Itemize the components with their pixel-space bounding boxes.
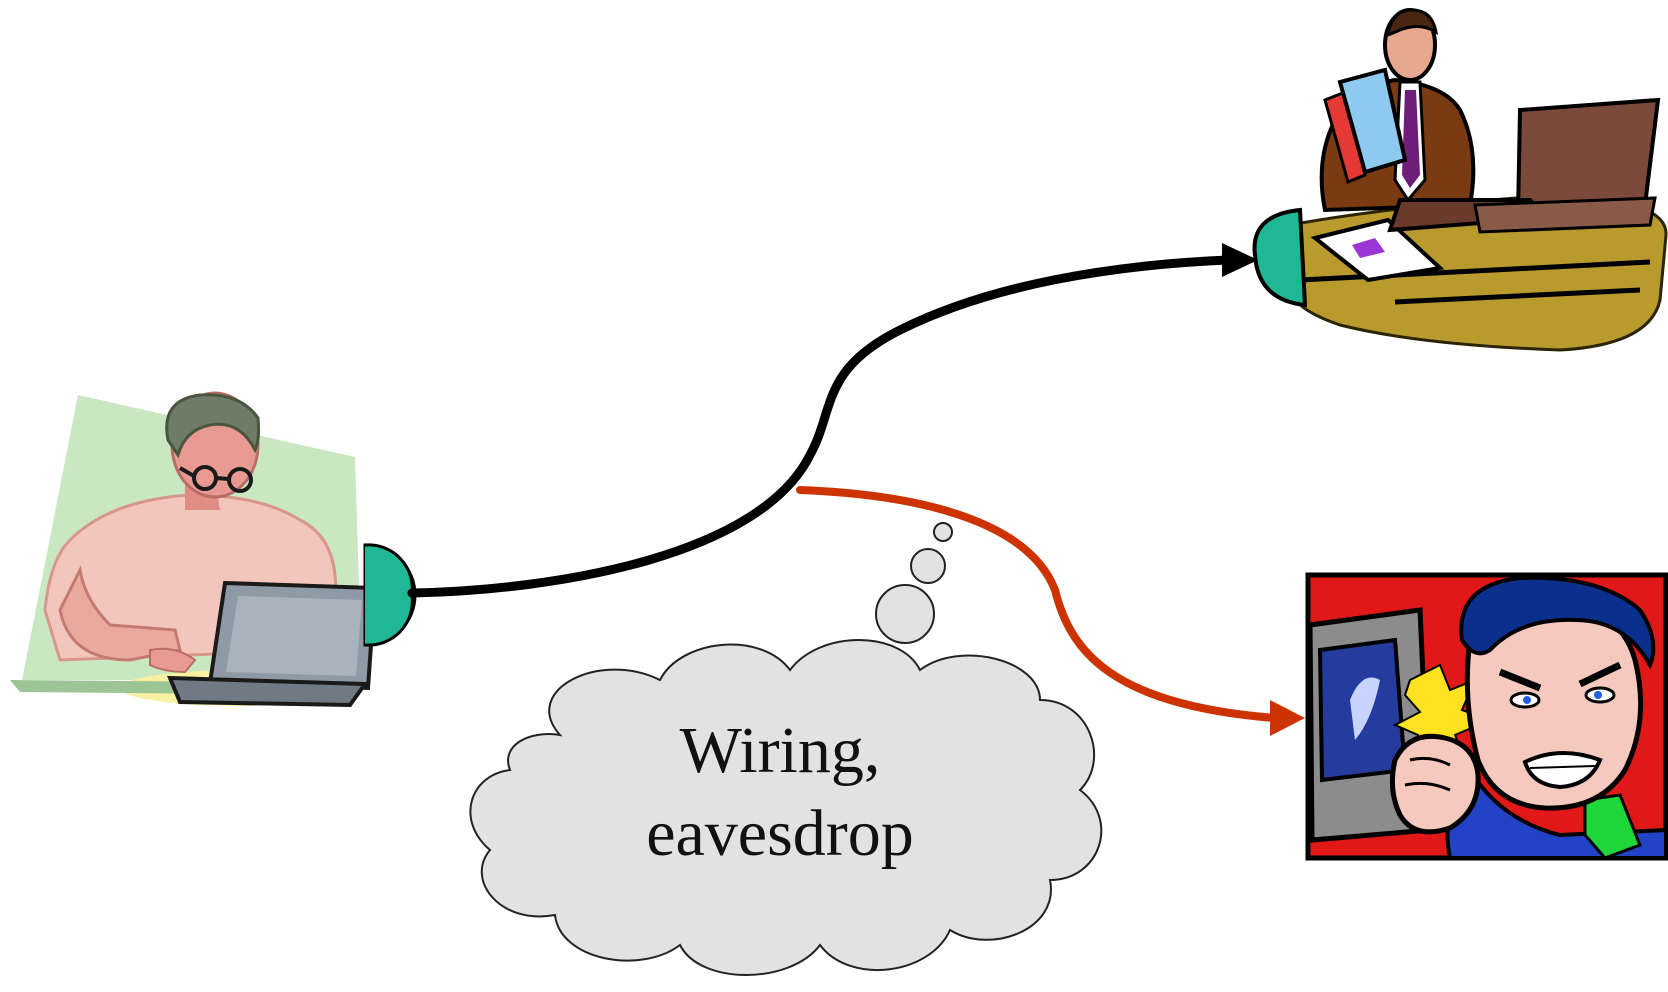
angry-man-at-computer-icon [1305,572,1668,861]
person-at-laptop-icon [10,391,378,708]
businessman-at-desk-icon [1252,8,1668,352]
cloud-text-line1: Wiring, [680,714,881,787]
eavesdrop-cloud [469,639,1103,976]
normal-channel-line [407,255,1233,598]
normal-channel-arrowhead [1222,243,1258,277]
eavesdrop-channel-arrowhead [1270,700,1305,736]
cloud-text-line2: eavesdrop [646,797,914,870]
thought-bubbles [875,522,953,644]
eavesdrop-channel-line [796,486,1279,722]
sender-endpoint-dot [363,543,417,647]
